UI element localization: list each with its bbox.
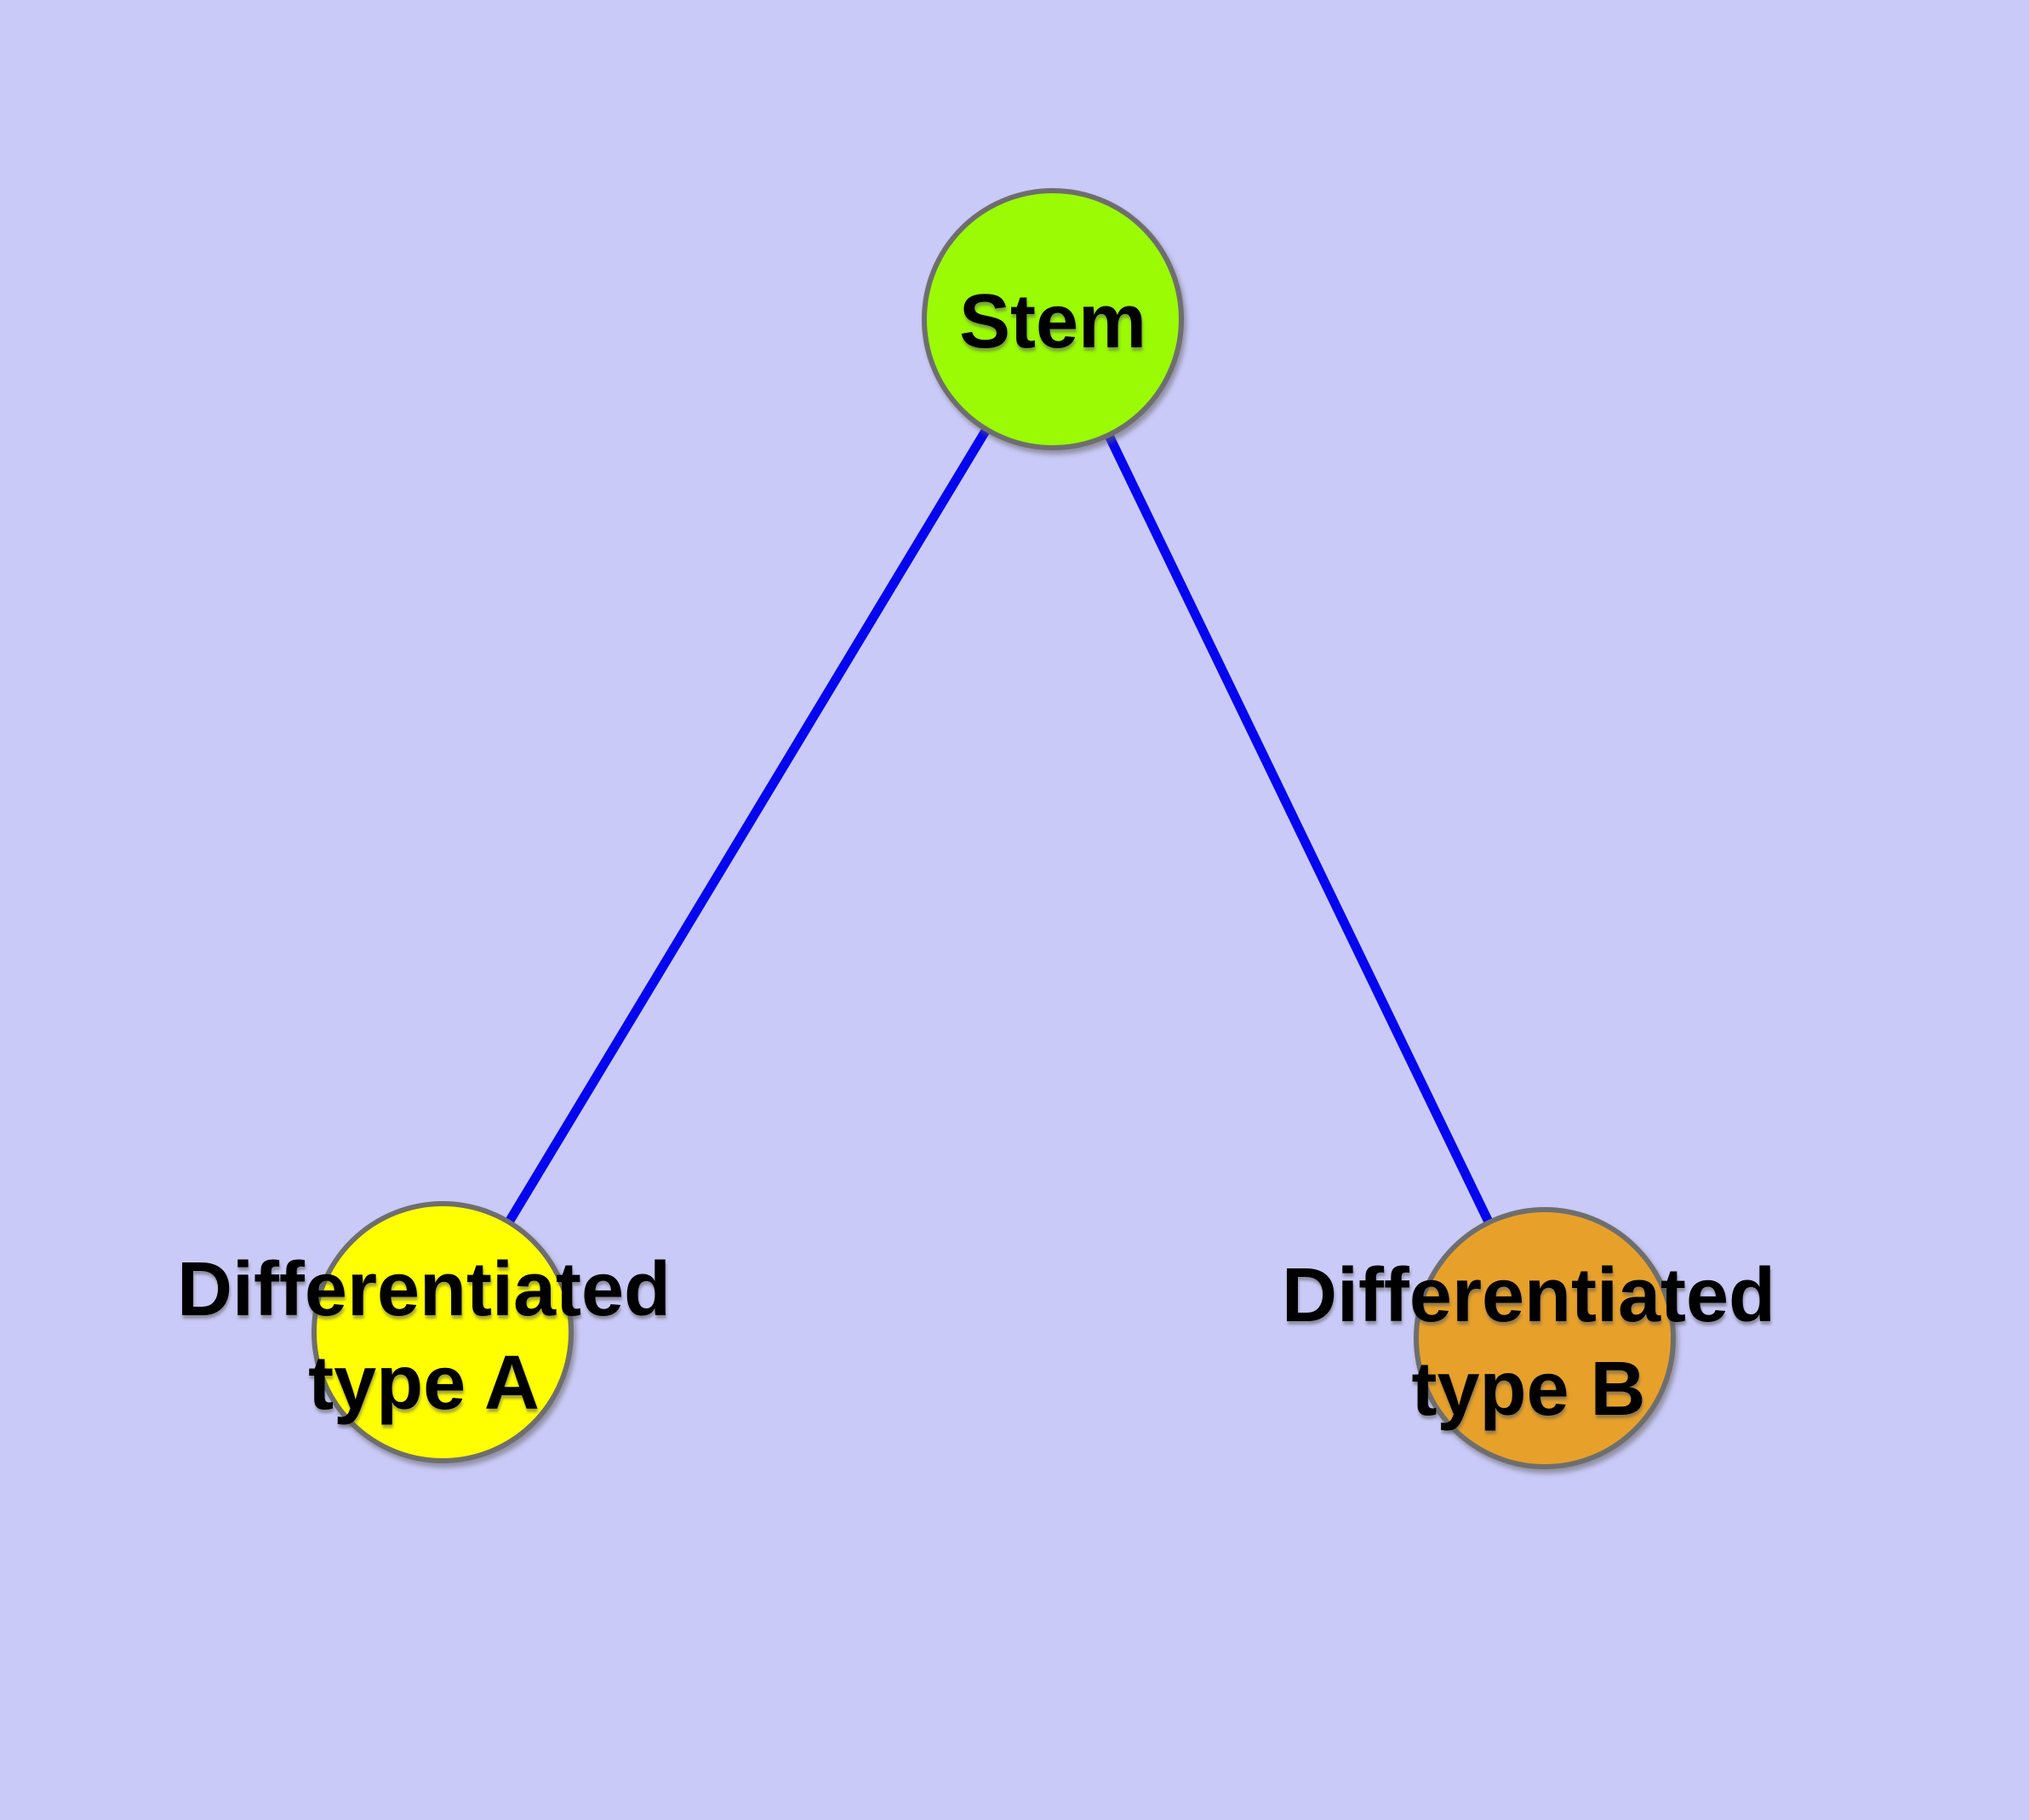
edge-group <box>438 317 1549 1341</box>
type-b-node-label-line1: Differentiated <box>1282 1253 1775 1338</box>
type-a-node-circle <box>311 1201 574 1463</box>
node-differentiated-type-a: Differentiated type A <box>177 1201 671 1463</box>
node-stem: Stem <box>922 188 1184 450</box>
stem-node-label: Stem <box>959 279 1146 364</box>
edge-stem-to-type-b <box>1049 317 1549 1341</box>
type-a-node-label-line1: Differentiated <box>177 1247 671 1332</box>
stem-node-circle <box>922 188 1184 450</box>
type-a-node-label-line2: type A <box>308 1341 540 1426</box>
type-b-node-circle <box>1414 1207 1676 1469</box>
edge-stem-to-type-a <box>438 317 1057 1335</box>
node-differentiated-type-b: Differentiated type B <box>1282 1207 1775 1469</box>
type-b-node-label-line2: type B <box>1411 1347 1645 1432</box>
